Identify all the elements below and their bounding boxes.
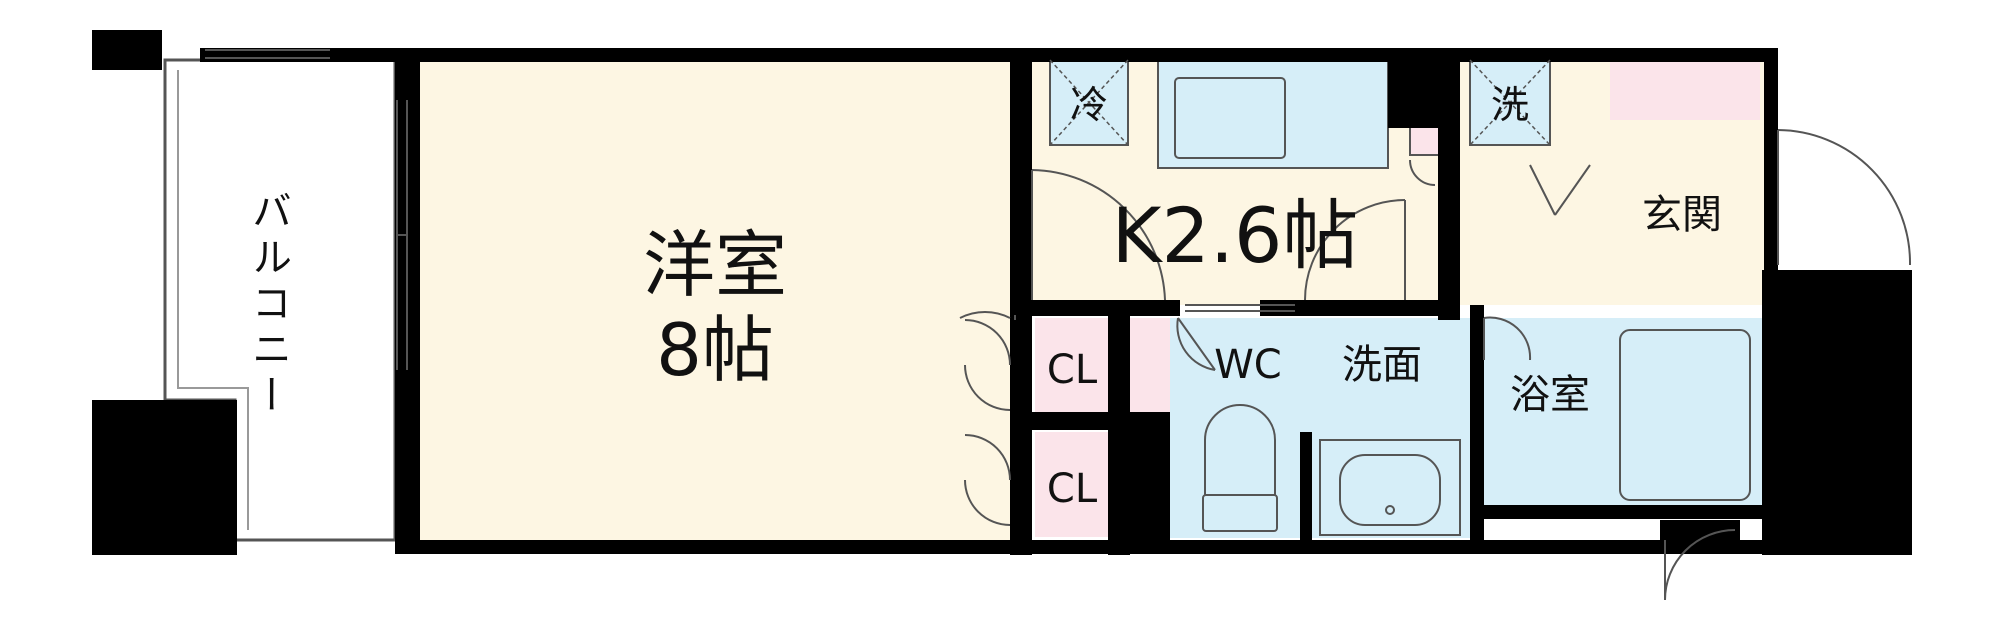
sliding-door xyxy=(1185,304,1295,312)
balcony-inner-rail xyxy=(177,70,249,530)
kitchen-label: K2.6帖 xyxy=(1112,191,1359,280)
western-room-label: 洋室 xyxy=(643,223,787,307)
toilet-label: WC xyxy=(1214,342,1281,388)
washer-label: 洗 xyxy=(1491,83,1529,127)
fridge-label: 冷 xyxy=(1070,83,1108,127)
bathtub xyxy=(1619,329,1751,501)
sink xyxy=(1174,77,1286,159)
fixture-marks xyxy=(1049,59,1551,146)
closet-2-label: CL xyxy=(1047,466,1098,512)
closet-1-label: CL xyxy=(1047,347,1098,393)
shoe-cabinet xyxy=(1610,60,1760,120)
wash-basin-icon xyxy=(1319,439,1461,536)
window-top xyxy=(205,49,330,59)
closet-1-floor xyxy=(1035,318,1110,413)
entrance-label: 玄関 xyxy=(1642,192,1722,238)
walls xyxy=(92,30,1912,555)
western-room-size: 8帖 xyxy=(656,308,774,392)
wc-cabinet xyxy=(1130,318,1170,413)
toilet-icon xyxy=(1202,404,1278,532)
closet-2-floor xyxy=(1035,432,1110,537)
balcony-label: バルコニー xyxy=(245,190,291,420)
western-room-floor xyxy=(420,60,1020,540)
door-arcs xyxy=(959,129,1912,601)
washroom-label: 洗面 xyxy=(1342,342,1422,388)
window-left xyxy=(396,100,408,370)
bathroom-label: 浴室 xyxy=(1510,372,1590,418)
